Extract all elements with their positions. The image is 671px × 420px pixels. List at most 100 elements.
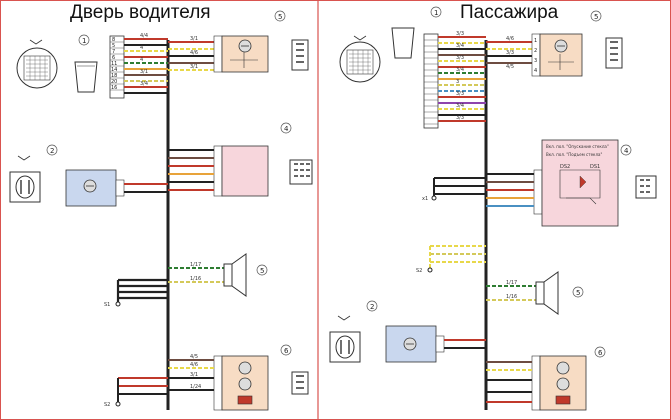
callout-circle xyxy=(280,122,292,134)
wire-label: 4/6 xyxy=(190,50,198,56)
mirror-motor-block xyxy=(213,355,269,411)
callout-number: 5 xyxy=(576,289,580,297)
callout-number: 2 xyxy=(50,147,54,155)
callout-number: 5 xyxy=(594,13,598,21)
ground-point xyxy=(431,195,437,201)
connector-icon xyxy=(635,175,657,199)
callout-circle xyxy=(366,300,378,312)
callout-number: 6 xyxy=(284,347,289,355)
wire-label: 3/3 xyxy=(506,50,514,56)
callout-circle xyxy=(280,344,292,356)
round-connector-icon xyxy=(16,39,58,89)
pin-label: 3 xyxy=(534,58,537,64)
diode-label: DS2 xyxy=(560,164,570,170)
pin-label: 6 xyxy=(112,55,115,61)
wire-label: 3/1 xyxy=(190,36,198,42)
harness-connector-block xyxy=(423,33,439,129)
callout-circle xyxy=(78,34,90,46)
plug-housing-icon xyxy=(391,27,415,59)
harness-connector-block xyxy=(109,35,125,99)
wire-label: 4/6 xyxy=(190,362,198,368)
connector-icon xyxy=(291,371,309,395)
pin-label: 4 xyxy=(534,68,537,74)
callout-number: 6 xyxy=(598,349,603,357)
callout-circle xyxy=(594,346,606,358)
pin-label: 18 xyxy=(111,73,117,79)
switch-wires xyxy=(168,149,214,191)
callout-number: 1 xyxy=(82,37,86,45)
callout-circle xyxy=(256,264,268,276)
pin-label: 1 xyxy=(534,38,537,44)
ground-point xyxy=(115,401,121,407)
ground-point xyxy=(427,267,433,273)
wire-label: 3/1 xyxy=(190,64,198,70)
speaker-icon xyxy=(535,271,559,315)
round-connector-icon xyxy=(339,35,381,83)
pin-label: 20 xyxy=(111,79,117,85)
wire-label: 3/3 xyxy=(456,31,464,37)
wire-label: 1/16 xyxy=(190,276,201,282)
diode-label: DS1 xyxy=(590,164,600,170)
callout-number: 1 xyxy=(434,9,438,17)
callout-number: 5 xyxy=(278,13,282,21)
ground-label: S2 xyxy=(104,402,110,408)
connector-icon xyxy=(289,159,313,185)
switch-label-up: Вкл. пол. "Подъем стекла" xyxy=(546,152,602,157)
ground-wires xyxy=(116,278,168,304)
callout-number: 5 xyxy=(260,267,264,275)
pin-label: 14 xyxy=(111,67,117,73)
wire-label: 3/1 xyxy=(140,69,148,75)
middle-wires xyxy=(429,245,486,270)
motor-wires xyxy=(124,183,168,193)
right-top-wires xyxy=(438,36,532,122)
callout-circle xyxy=(590,10,602,22)
wire-label: 3/3 xyxy=(456,115,464,121)
wire-label: 3/4 xyxy=(456,67,464,73)
pin-label: 16 xyxy=(111,85,117,91)
ground-label: S1 xyxy=(104,302,110,308)
wire-label: 3/3 xyxy=(456,55,464,61)
wire-label: 4 xyxy=(140,57,143,63)
wire-label: 3/4 xyxy=(456,103,464,109)
window-motor-block xyxy=(385,325,445,363)
wire-label: 3/3 xyxy=(456,91,464,97)
pin-label: 2 xyxy=(534,48,537,54)
ground-point xyxy=(115,301,121,307)
wire-label: 1/16 xyxy=(506,294,517,300)
wire-label: 3/4 xyxy=(456,43,464,49)
left-top-wires xyxy=(124,38,214,94)
motor-plug-icon xyxy=(9,155,41,203)
wire-label: 4/4 xyxy=(140,33,148,39)
motor-plug-icon xyxy=(329,315,361,363)
mirror-heater-block xyxy=(531,33,583,77)
speaker-wires xyxy=(168,267,224,283)
window-motor-block xyxy=(65,169,125,207)
callout-circle xyxy=(620,144,632,156)
callout-circle xyxy=(46,144,58,156)
motor-wires xyxy=(444,339,486,349)
callout-number: 4 xyxy=(624,147,629,155)
ground-label: x1 xyxy=(422,196,428,202)
mirror-wires xyxy=(486,361,532,403)
switch-wires xyxy=(433,173,534,207)
wire-label: 1/17 xyxy=(190,262,201,268)
connector-icon xyxy=(605,37,623,69)
driver-door-title: Дверь водителя xyxy=(70,2,211,23)
speaker-wires xyxy=(486,285,536,301)
wire-label: 3 xyxy=(456,79,459,85)
window-switch-block xyxy=(213,145,269,197)
mirror-heater-block xyxy=(213,35,269,73)
callout-circle xyxy=(572,286,584,298)
speaker-icon xyxy=(223,253,247,297)
window-switch-block xyxy=(533,139,619,227)
callout-circle xyxy=(430,6,442,18)
pin-label: 7 xyxy=(112,49,115,55)
pin-label: 11 xyxy=(111,61,117,67)
plug-housing-icon xyxy=(74,61,98,93)
wire-label: 3/1 xyxy=(190,372,198,378)
wire-label: 4/5 xyxy=(506,64,514,70)
ground-label: S2 xyxy=(416,268,422,274)
mirror-wires xyxy=(117,359,214,404)
